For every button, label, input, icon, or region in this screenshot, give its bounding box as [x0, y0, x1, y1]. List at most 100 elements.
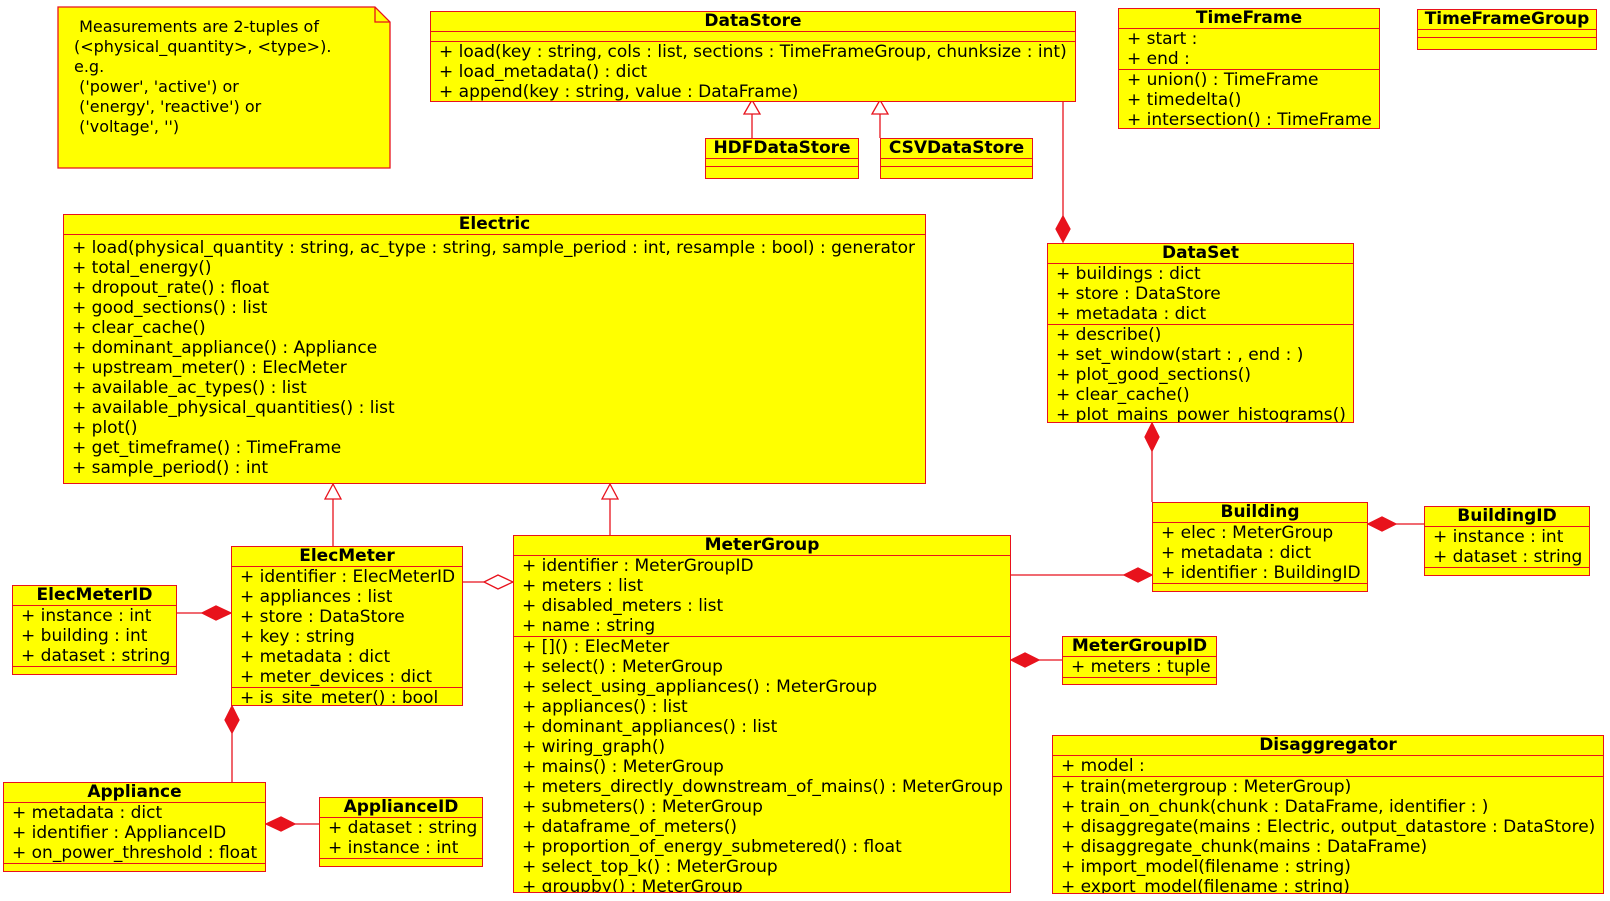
- note-line: Measurements are 2-tuples of: [74, 17, 319, 36]
- member-line: + identifier : BuildingID: [1161, 563, 1361, 583]
- metergroup-metergroupid-diamond: [1009, 652, 1041, 668]
- class-appliance: Appliance + metadata : dict+ identifier …: [3, 782, 266, 872]
- attributes-section: + elec : MeterGroup+ metadata : dict+ id…: [1153, 523, 1367, 584]
- methods-section: [4, 864, 265, 871]
- member-line: + mains() : MeterGroup: [522, 757, 724, 777]
- class-electric: Electric + load(physical_quantity : stri…: [63, 214, 926, 484]
- class-dataset: DataSet + buildings : dict+ store : Data…: [1047, 243, 1354, 423]
- member-line: + submeters() : MeterGroup: [522, 797, 763, 817]
- member-line: + store : DataStore: [1056, 284, 1221, 304]
- member-line: + []() : ElecMeter: [522, 637, 670, 657]
- member-line: + union() : TimeFrame: [1127, 70, 1319, 90]
- note-line: ('power', 'active') or: [74, 77, 239, 96]
- class-datastore: DataStore + load(key : string, cols : li…: [430, 11, 1076, 102]
- member-line: + available_ac_types() : list: [72, 378, 307, 398]
- member-line: + get_timeframe() : TimeFrame: [72, 438, 342, 458]
- member-line: + groupby() : MeterGroup: [522, 877, 743, 893]
- class-name: ElecMeter: [232, 547, 462, 567]
- class-building: Building + elec : MeterGroup+ metadata :…: [1152, 502, 1368, 592]
- elecmeter-generalization-arrow: [323, 482, 343, 500]
- attributes-section: + start :+ end :: [1119, 29, 1379, 70]
- member-line: + meter_devices : dict: [240, 667, 433, 687]
- class-elecmeterid: ElecMeterID + instance : int+ building :…: [12, 585, 177, 675]
- member-line: + instance : int: [21, 606, 152, 626]
- member-line: + sample_period() : int: [72, 458, 269, 478]
- member-line: + upstream_meter() : ElecMeter: [72, 358, 347, 378]
- class-csvdatastore: CSVDataStore: [880, 138, 1033, 179]
- member-line: + dominant_appliances() : list: [522, 717, 778, 737]
- elecmeterid-elecmeter-diamond: [200, 605, 233, 621]
- member-line: + identifier : ApplianceID: [12, 823, 227, 843]
- class-metergroupid: MeterGroupID + meters : tuple: [1062, 636, 1217, 685]
- member-line: + appliances() : list: [522, 697, 688, 717]
- member-line: + is_site_meter() : bool: [240, 688, 439, 706]
- member-line: + set_window(start : , end : ): [1056, 345, 1304, 365]
- member-line: + appliances : list: [240, 587, 393, 607]
- class-name: HDFDataStore: [706, 139, 858, 159]
- member-line: + meters_directly_downstream_of_mains() …: [522, 777, 1003, 797]
- member-line: + select_top_k() : MeterGroup: [522, 857, 778, 877]
- attributes-section: + identifier : ElecMeterID+ appliances :…: [232, 567, 462, 688]
- attributes-section: + meters : tuple: [1063, 657, 1216, 678]
- member-line: + train_on_chunk(chunk : DataFrame, iden…: [1061, 797, 1489, 817]
- member-line: + store : DataStore: [240, 607, 405, 627]
- member-line: + metadata : dict: [1056, 304, 1207, 324]
- member-line: + model :: [1061, 756, 1145, 776]
- member-line: + load_metadata() : dict: [439, 62, 648, 82]
- class-name: ApplianceID: [320, 798, 482, 818]
- methods-section: + load(physical_quantity : string, ac_ty…: [64, 235, 925, 478]
- member-line: + meters : tuple: [1071, 657, 1211, 677]
- methods-section: + is_site_meter() : bool: [232, 688, 462, 706]
- elecmeter-appliance-diamond: [224, 704, 240, 735]
- member-line: + train(metergroup : MeterGroup): [1061, 777, 1352, 797]
- member-line: + name : string: [522, 616, 656, 636]
- attributes-section: + identifier : MeterGroupID+ meters : li…: [514, 556, 1010, 637]
- member-line: + load(key : string, cols : list, sectio…: [439, 42, 1067, 62]
- member-line: + wiring_graph(): [522, 737, 666, 757]
- attributes-section: [1418, 30, 1596, 38]
- attributes-section: + model :: [1053, 756, 1603, 777]
- dataset-building-diamond: [1144, 421, 1160, 453]
- methods-section: + union() : TimeFrame+ timedelta()+ inte…: [1119, 70, 1379, 129]
- methods-section: + load(key : string, cols : list, sectio…: [431, 42, 1075, 101]
- member-line: + total_energy(): [72, 258, 212, 278]
- member-line: + intersection() : TimeFrame: [1127, 110, 1372, 129]
- member-line: + plot(): [72, 418, 138, 438]
- class-applianceid: ApplianceID + dataset : string+ instance…: [319, 797, 483, 867]
- class-name: DataSet: [1048, 244, 1353, 264]
- class-name: Electric: [64, 215, 925, 235]
- member-line: + dataset : string: [21, 646, 171, 666]
- member-line: + dataframe_of_meters(): [522, 817, 737, 837]
- class-elecmeter: ElecMeter + identifier : ElecMeterID+ ap…: [231, 546, 463, 706]
- member-line: + available_physical_quantities() : list: [72, 398, 395, 418]
- attributes-section: + instance : int+ dataset : string: [1425, 527, 1589, 568]
- methods-section: + []() : ElecMeter+ select() : MeterGrou…: [514, 637, 1010, 893]
- member-line: + dataset : string: [328, 818, 478, 838]
- member-line: + dropout_rate() : float: [72, 278, 270, 298]
- class-name: CSVDataStore: [881, 139, 1032, 159]
- methods-section: [13, 667, 176, 674]
- member-line: + clear_cache(): [72, 318, 206, 338]
- member-line: + on_power_threshold : float: [12, 843, 258, 863]
- note-line: (<physical_quantity>, <type>).: [74, 37, 332, 56]
- csvdatastore-generalization-arrow: [870, 98, 890, 115]
- member-line: + disabled_meters : list: [522, 596, 724, 616]
- building-buildingid-diamond: [1366, 516, 1398, 532]
- class-timeframegroup: TimeFrameGroup: [1417, 9, 1597, 50]
- class-disaggregator: Disaggregator + model : + train(metergro…: [1052, 735, 1604, 894]
- class-name: MeterGroupID: [1063, 637, 1216, 657]
- methods-section: [320, 859, 482, 866]
- attributes-section: + instance : int+ building : int+ datase…: [13, 606, 176, 667]
- member-line: + end :: [1127, 49, 1190, 69]
- member-line: + instance : int: [1433, 527, 1564, 547]
- member-line: + identifier : MeterGroupID: [522, 556, 754, 576]
- metergroup-building-diamond: [1122, 567, 1154, 583]
- member-line: + export_model(filename : string): [1061, 877, 1350, 894]
- member-line: + describe(): [1056, 325, 1162, 345]
- appliance-applianceid-diamond: [264, 816, 297, 832]
- member-line: + proportion_of_energy_submetered() : fl…: [522, 837, 902, 857]
- class-name: Disaggregator: [1053, 736, 1603, 756]
- member-line: + building : int: [21, 626, 148, 646]
- member-line: + good_sections() : list: [72, 298, 268, 318]
- member-line: + metadata : dict: [1161, 543, 1312, 563]
